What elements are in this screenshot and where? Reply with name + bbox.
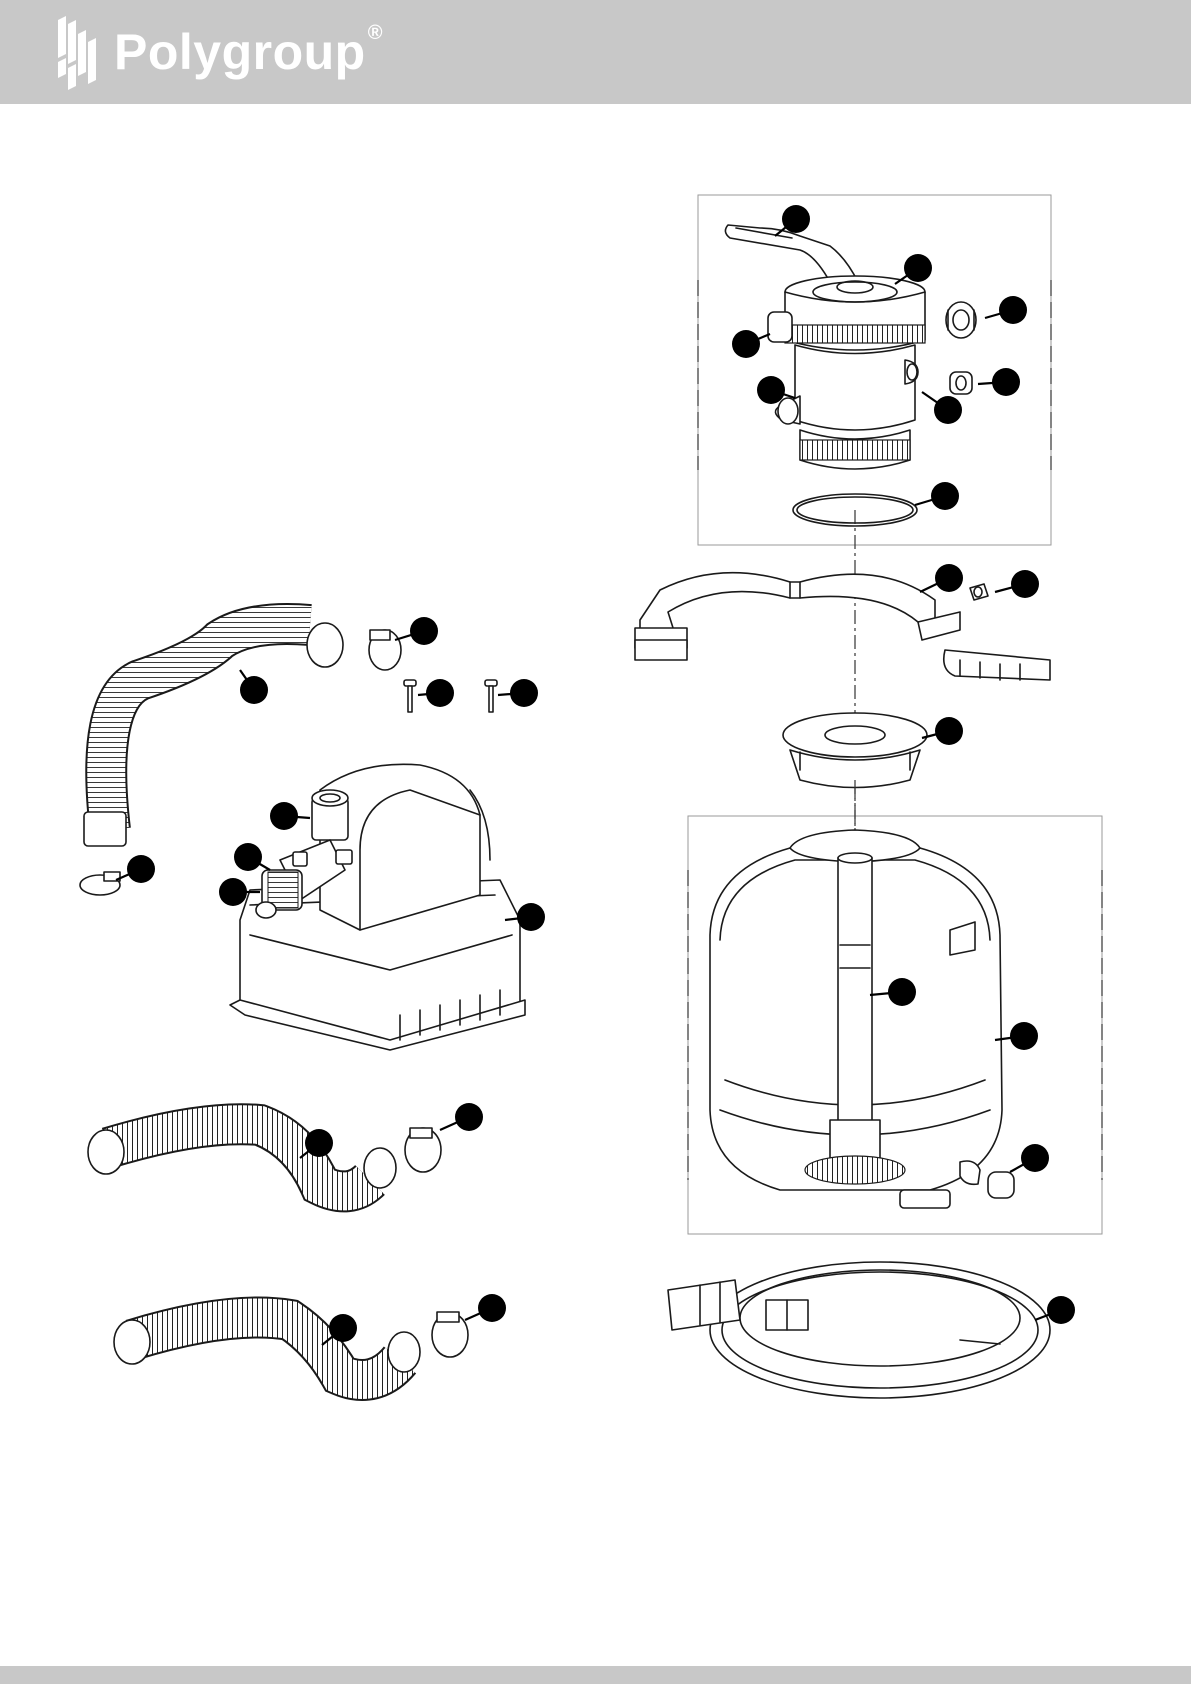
tank-clamp — [635, 573, 1050, 680]
callout-tank-clamp — [920, 564, 963, 592]
hose-clamp-middle — [405, 1128, 441, 1172]
callout-dot — [931, 482, 959, 510]
callout-hose-clamp-upper-right — [395, 617, 438, 645]
callout-dot — [999, 296, 1027, 324]
callout-dot — [782, 205, 810, 233]
valve-side-plug — [950, 372, 972, 394]
callout-dot — [510, 679, 538, 707]
callout-dot — [1047, 1296, 1075, 1324]
hose-clamp-upper-left — [80, 872, 120, 895]
callout-union-nut — [985, 296, 1027, 324]
callout-dot — [234, 843, 262, 871]
callout-hose-clamp-upper-left — [116, 855, 155, 883]
callout-valve-plug — [978, 368, 1020, 396]
callout-dot — [757, 376, 785, 404]
valve-handle — [725, 225, 858, 282]
hose-upper — [84, 623, 343, 846]
hose-clamp-upper-right — [369, 630, 401, 670]
callout-dot — [127, 855, 155, 883]
pin-1 — [404, 680, 416, 712]
callout-tank-top-ring — [922, 717, 963, 745]
callout-drain-cap — [1010, 1144, 1049, 1172]
callout-dot — [219, 878, 247, 906]
callout-pressure-gauge-plug — [922, 392, 962, 424]
callout-dot — [426, 679, 454, 707]
callout-dot — [270, 802, 298, 830]
callout-pin-2 — [498, 679, 538, 707]
callout-hose-clamp-lower — [465, 1294, 506, 1322]
callout-dot — [517, 903, 545, 931]
hose-lower — [114, 1318, 420, 1381]
callout-dot — [240, 676, 268, 704]
callout-valve-handle — [775, 205, 810, 236]
callout-dot — [992, 368, 1020, 396]
callout-dot — [329, 1314, 357, 1342]
clamp-nut — [970, 584, 988, 600]
callout-pin-1 — [418, 679, 454, 707]
callout-dot — [732, 330, 760, 358]
callout-dot — [888, 978, 916, 1006]
callout-dot — [455, 1103, 483, 1131]
tank-base — [668, 1262, 1050, 1398]
callout-dot — [478, 1294, 506, 1322]
callout-dot — [410, 617, 438, 645]
pump-outlet — [312, 790, 348, 840]
callout-dot — [1010, 1022, 1038, 1050]
callout-dot — [904, 254, 932, 282]
callout-dot — [1021, 1144, 1049, 1172]
callout-dot — [935, 717, 963, 745]
callout-dot — [1011, 570, 1039, 598]
callout-pump-outlet — [270, 802, 310, 830]
union-nut — [946, 302, 976, 338]
callout-valve-cover — [895, 254, 932, 284]
pin-2 — [485, 680, 497, 712]
hose-clamp-lower — [432, 1312, 468, 1357]
callout-dot — [934, 396, 962, 424]
callout-valve-o-ring — [915, 482, 959, 510]
valve-body — [768, 276, 925, 469]
callout-clamp-nut — [995, 570, 1039, 598]
callout-pump-inlet — [234, 843, 270, 871]
tank-top-ring — [783, 713, 927, 788]
drain-cap — [960, 1161, 1014, 1198]
tank-drain — [900, 1190, 950, 1208]
callout-hose-clamp-middle — [440, 1103, 483, 1131]
callout-valve-port — [732, 330, 770, 358]
callout-dot — [935, 564, 963, 592]
callout-hose-upper — [240, 670, 268, 704]
callout-dot — [305, 1129, 333, 1157]
hose-middle — [88, 1124, 396, 1191]
